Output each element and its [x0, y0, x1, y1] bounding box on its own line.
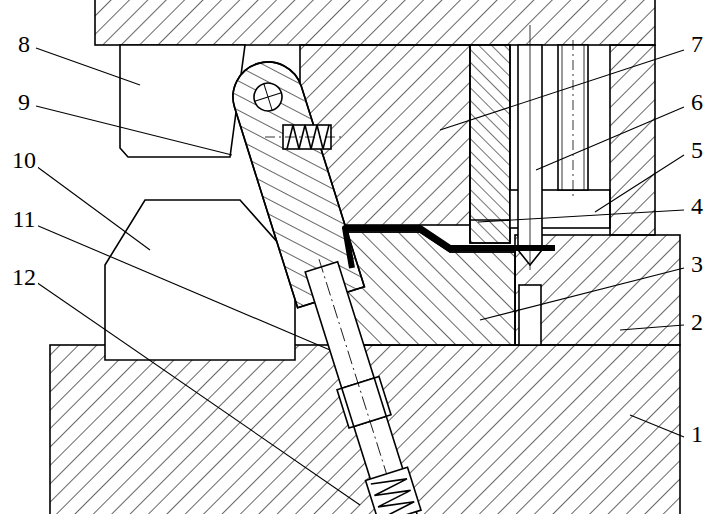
screw-thread: [584, 45, 585, 190]
insert-bg: [470, 45, 510, 243]
leader-line: [480, 268, 684, 320]
pin-axis: [530, 25, 531, 270]
leader-line: [440, 50, 684, 130]
pivot-pin: [250, 79, 285, 114]
callout-number: 12: [10, 265, 38, 289]
callout-number: 7: [689, 32, 705, 56]
holder-side: [610, 45, 655, 235]
callout-number: 6: [689, 90, 705, 114]
callout-number: 5: [689, 138, 705, 162]
cam-block: [105, 200, 295, 360]
leader-line: [478, 210, 684, 222]
leader-line: [536, 107, 684, 170]
callout-number: 10: [10, 148, 38, 172]
leader-line: [630, 415, 684, 437]
lever-group: [224, 53, 436, 514]
die-parts: [50, 0, 680, 514]
leader-line: [36, 106, 232, 155]
callout-number: 2: [689, 310, 705, 334]
return-spring: [371, 473, 416, 514]
leader-line: [36, 166, 150, 250]
leader-line: [36, 282, 360, 505]
leader-lines: [36, 48, 684, 505]
callout-number: 11: [10, 207, 37, 231]
callout-number: 9: [16, 90, 32, 114]
pin-cross: [264, 84, 272, 111]
callout-number: 3: [689, 252, 705, 276]
spring-axis: [265, 137, 345, 138]
driver-block: [120, 45, 245, 157]
leader-line: [620, 325, 684, 330]
spring-housing: [366, 467, 421, 514]
upper-plate: [95, 0, 655, 45]
leader-line: [36, 225, 330, 350]
pin-hole: [519, 285, 541, 345]
leader-line: [595, 155, 684, 212]
lever-bg: [224, 53, 364, 308]
swing-lever: [224, 53, 364, 308]
screw-thread: [562, 45, 563, 190]
callout-number: 4: [689, 194, 705, 218]
leader-line: [36, 48, 140, 85]
callout-number: 1: [689, 422, 705, 446]
callout-number: 8: [16, 32, 32, 56]
screw-axis: [573, 40, 574, 200]
workpiece: [345, 228, 555, 268]
punch-insert: [470, 45, 510, 243]
